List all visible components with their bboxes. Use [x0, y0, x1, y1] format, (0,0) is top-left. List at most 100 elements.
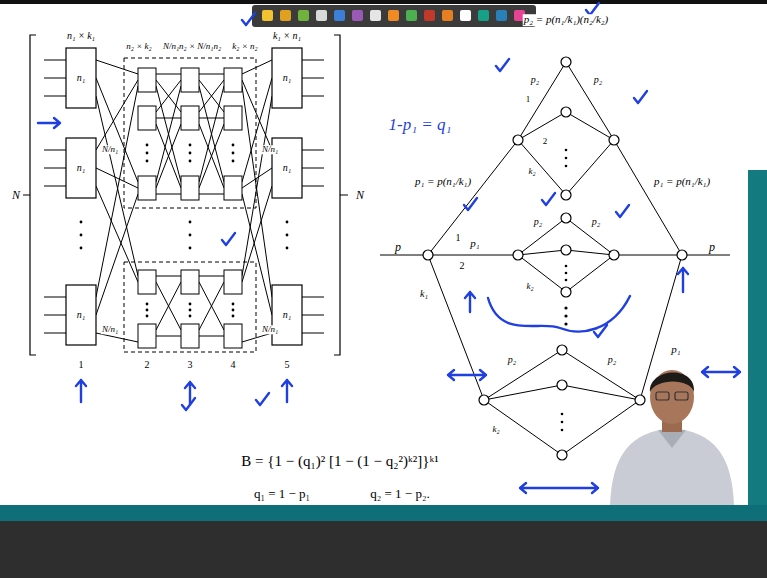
- graph-edge: [428, 255, 484, 400]
- tick-mark: [634, 91, 647, 103]
- port-count: n₁: [76, 310, 86, 321]
- interstage-wire: [96, 86, 138, 297]
- ellipsis-dot: [146, 315, 149, 318]
- ellipsis-dot: [189, 221, 192, 224]
- switch-box: [66, 285, 96, 345]
- graph-edge: [566, 140, 614, 195]
- port-count: n₁: [76, 163, 86, 174]
- pen-double-arrow: [702, 367, 740, 377]
- pen-double-arrow: [520, 483, 598, 493]
- toolbar: [252, 5, 536, 27]
- port-count: N: [355, 189, 365, 202]
- ellipsis-dot: [561, 413, 564, 416]
- branch-index: 1: [455, 233, 462, 244]
- internal-wire: [199, 336, 224, 337]
- block-count: N/n₁: [101, 325, 119, 334]
- ellipsis-dot: [286, 221, 289, 224]
- input-line: [44, 315, 66, 316]
- probability-label: p₂: [591, 217, 601, 228]
- toolbar-icon: [388, 10, 399, 21]
- ellipsis-dot: [146, 309, 149, 312]
- interstage-wire: [242, 78, 272, 182]
- graph-edge: [518, 62, 566, 140]
- ellipsis-dot: [80, 234, 83, 237]
- tick-mark: [586, 3, 599, 15]
- graph-vertex: [557, 345, 567, 355]
- graph-edge: [566, 62, 614, 140]
- internal-wire: [156, 124, 181, 188]
- port-count: n₁: [282, 163, 292, 174]
- pen-arrow: [282, 380, 292, 402]
- toolbar-icon: [316, 10, 327, 21]
- tick-mark: [496, 59, 509, 71]
- graph-edge: [380, 255, 428, 256]
- probability-label: p₂: [593, 75, 603, 86]
- internal-wire: [156, 276, 181, 277]
- ellipsis-dot: [189, 152, 192, 155]
- ellipsis-dot: [232, 309, 235, 312]
- interstage-wire: [242, 86, 272, 297]
- output-line: [302, 150, 324, 151]
- bottom-band: [0, 505, 767, 521]
- definition: q₁ = 1 − p₁: [253, 487, 311, 501]
- graph-vertex: [557, 380, 567, 390]
- ellipsis-dot: [232, 303, 235, 306]
- toolbar-icon: [352, 10, 363, 21]
- branch-index: k₂: [527, 167, 536, 176]
- ellipsis-dot: [565, 149, 568, 152]
- probability-label: p₁: [469, 238, 480, 250]
- branch-index: 1: [525, 95, 532, 104]
- internal-wire: [199, 282, 224, 330]
- internal-wire: [199, 80, 224, 112]
- internal-wire: [156, 194, 181, 195]
- ellipsis-dot: [286, 247, 289, 250]
- toolbar-icon: [334, 10, 345, 21]
- switch-box: [272, 285, 302, 345]
- output-line: [302, 168, 324, 169]
- port-count: N: [11, 189, 21, 202]
- switch-box: [224, 176, 242, 200]
- top-strip: [0, 0, 767, 4]
- graph-edge: [566, 250, 614, 255]
- ellipsis-dot: [564, 322, 567, 325]
- toolbar-icon: [460, 10, 471, 21]
- presenter-body: [610, 428, 734, 505]
- internal-wire: [199, 80, 224, 112]
- ellipsis-dot: [565, 272, 568, 275]
- pen-annotations: [38, 3, 740, 493]
- switch-box: [66, 48, 96, 108]
- output-line: [302, 96, 324, 97]
- presenter-glasses: [656, 392, 669, 400]
- branch-index: k₂: [491, 425, 500, 434]
- probability-label: p₂: [507, 355, 517, 366]
- graph-edge: [484, 400, 562, 455]
- probability-formula: p₂ = p(n₁/k₁)(n₂/k₂): [523, 14, 610, 26]
- output-line: [302, 333, 324, 334]
- input-line: [44, 333, 66, 334]
- ellipsis-dot: [564, 306, 567, 309]
- interstage-wire: [96, 96, 138, 276]
- dashed-block: [124, 58, 256, 208]
- stage-number: 3: [187, 360, 194, 371]
- graph-edge: [428, 255, 518, 256]
- tick-mark: [542, 193, 555, 205]
- interstage-wire: [96, 60, 138, 74]
- graph-edge: [518, 112, 566, 140]
- toolbar-icon: [478, 10, 489, 21]
- stage-number: 1: [78, 360, 85, 371]
- presenter-hair: [650, 372, 694, 392]
- ellipsis-dot: [189, 160, 192, 163]
- ellipsis-dot: [565, 157, 568, 160]
- interstage-wire: [242, 168, 272, 188]
- tick-mark: [242, 13, 255, 25]
- output-line: [302, 315, 324, 316]
- bracket-tick: [340, 195, 348, 196]
- graph-edge: [484, 350, 562, 400]
- ellipsis-dot: [146, 303, 149, 306]
- input-line: [44, 60, 66, 61]
- tick-mark: [182, 398, 195, 410]
- stage-size: k₁ × n₁: [272, 31, 302, 42]
- internal-wire: [199, 74, 224, 75]
- branch-index: k₂: [525, 282, 534, 291]
